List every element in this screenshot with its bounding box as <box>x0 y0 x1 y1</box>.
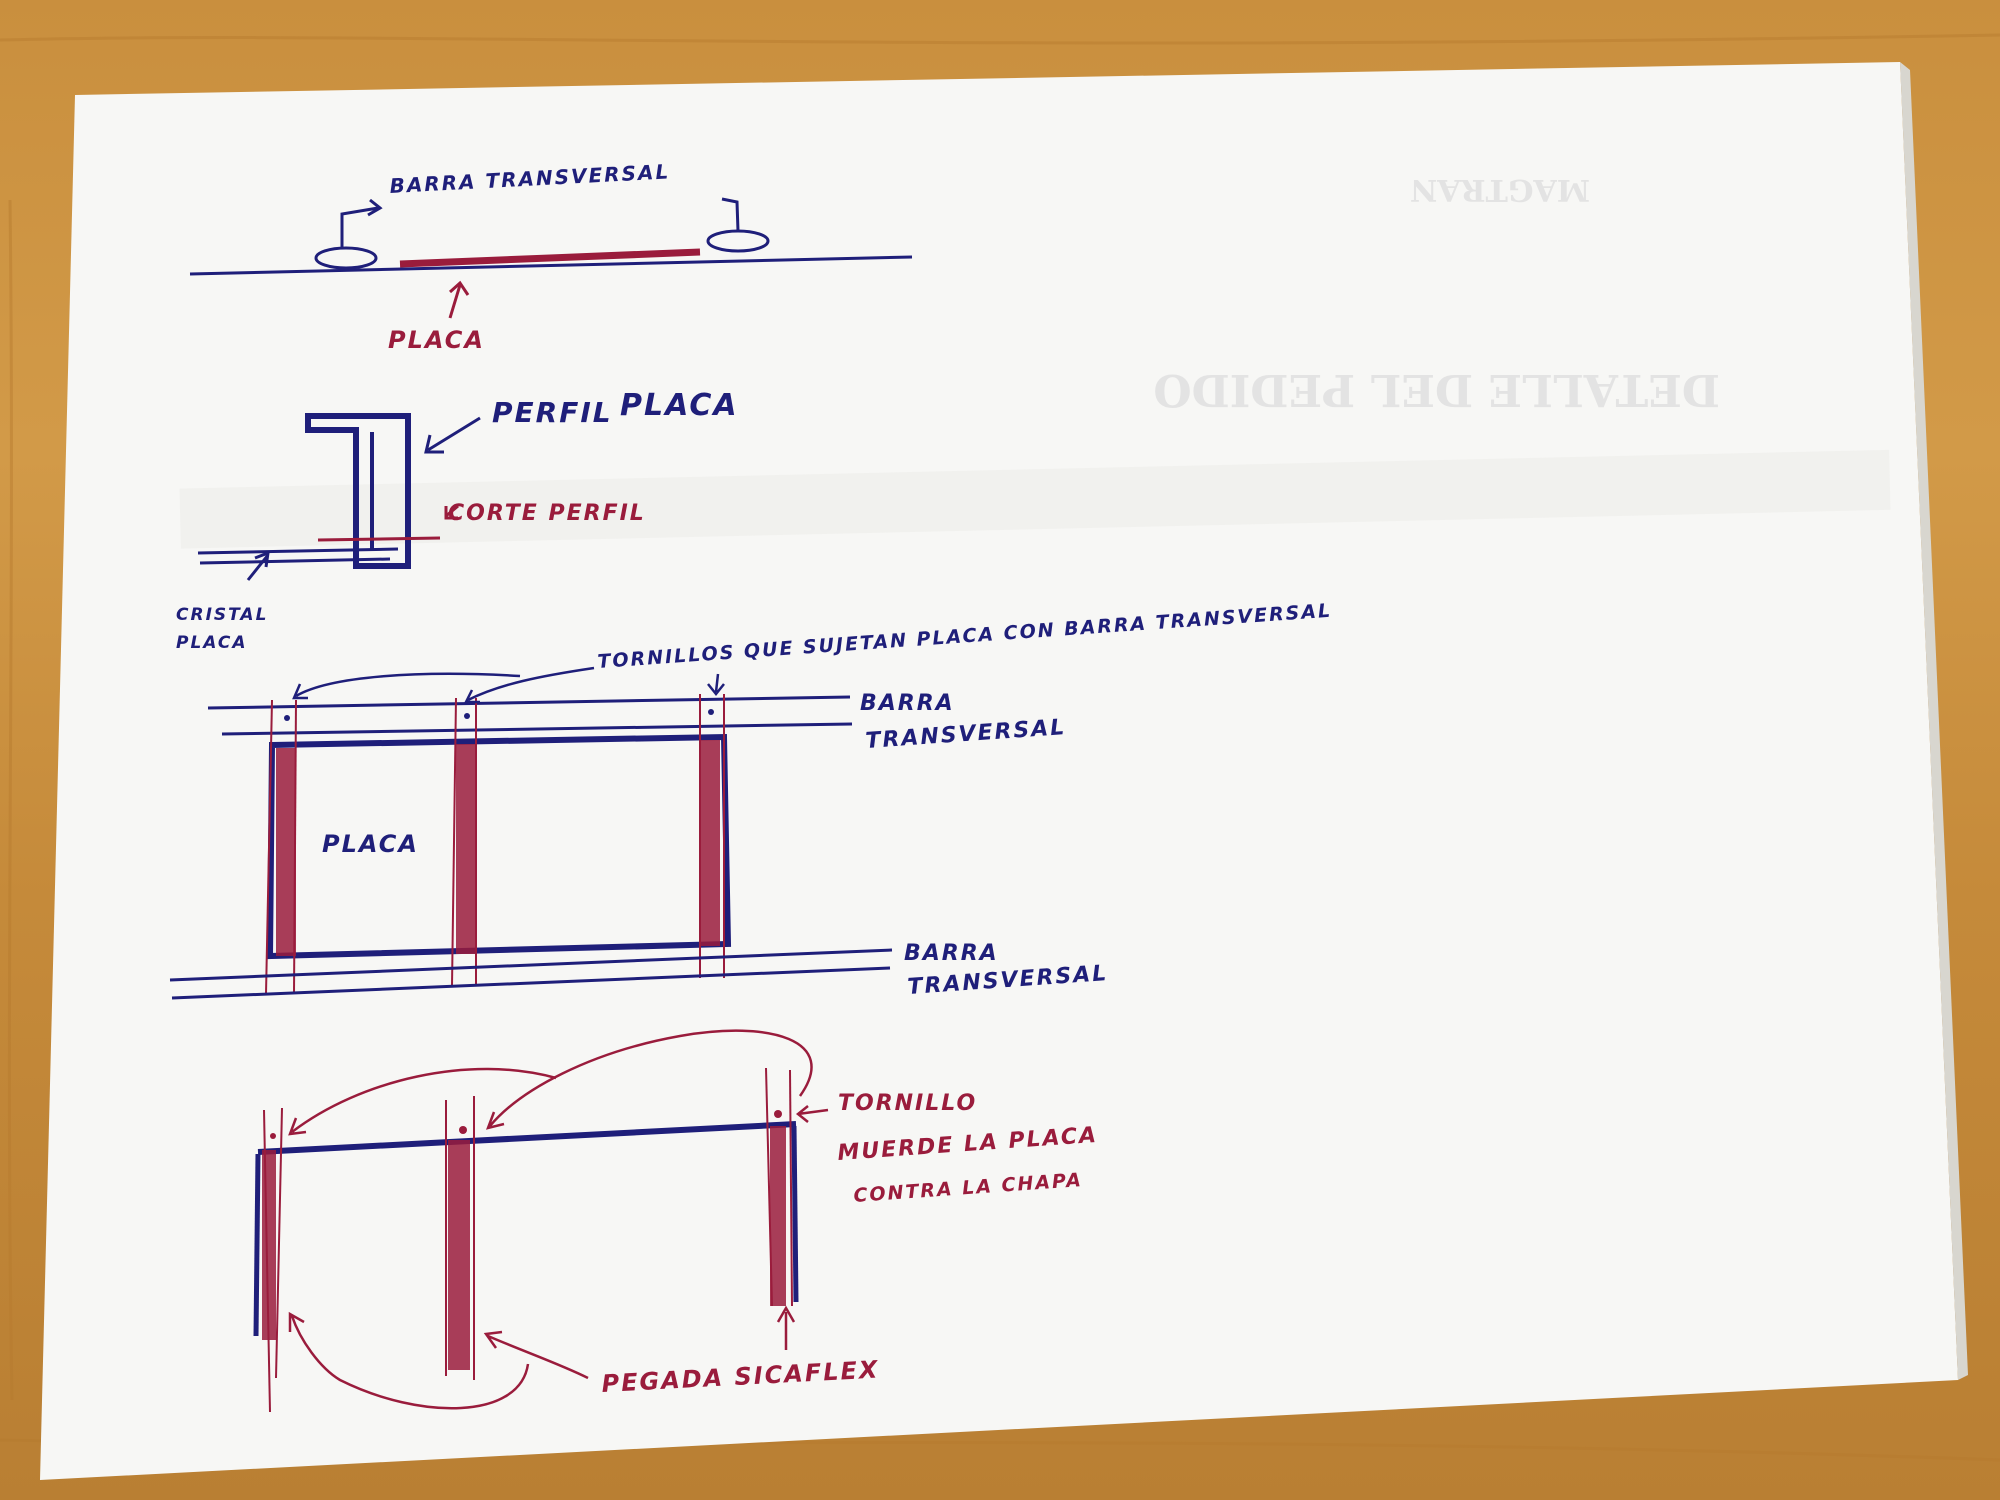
barra-section-left <box>314 246 378 270</box>
screw-right <box>708 709 714 715</box>
label-perfil: PERFIL <box>492 396 613 429</box>
pegada-arrow-left <box>288 1311 530 1410</box>
screw4-left <box>270 1133 276 1139</box>
screw4-right <box>774 1110 782 1118</box>
chapa-bar <box>257 1121 797 1155</box>
perfil-outline <box>305 413 411 569</box>
post4-right-blue <box>791 1125 799 1303</box>
barra-top-line-1 <box>207 695 851 710</box>
post4-right-fill <box>770 1126 786 1306</box>
barra-top-line-2 <box>221 722 853 736</box>
ghost-print-title: DETALLE DEL PEDIDO <box>1153 364 1720 415</box>
label-perfil-placa: PLACA <box>620 388 739 423</box>
paper-shadow-edge <box>1900 62 1968 1380</box>
placa-red-bar <box>399 248 701 268</box>
ground-line <box>189 255 913 276</box>
barra-bottom-line-1 <box>169 948 893 982</box>
post4-left-blue <box>253 1153 261 1337</box>
ghost-print-table-band <box>179 449 1891 549</box>
paper-sheet <box>40 62 1958 1480</box>
post4-middle-fill <box>448 1140 470 1370</box>
cristal-arrow <box>246 550 270 581</box>
cristal-line-2 <box>199 557 391 565</box>
perfil-arrow <box>424 416 481 454</box>
pegada-arrow-right <box>776 1305 796 1350</box>
post4-guide-lines <box>263 1067 793 1413</box>
label-placa-3: PLACA <box>322 830 419 858</box>
placa-frame <box>266 733 732 960</box>
cristal-line-1 <box>197 547 399 555</box>
label-cristal-placa: PLACA <box>176 633 248 653</box>
label-barra-top-1: BARRA <box>860 691 955 716</box>
tornillo-arrow-1 <box>288 1067 557 1136</box>
pointer-arrow-right <box>721 197 740 232</box>
barra-bottom-line-2 <box>171 966 891 1000</box>
placa-arrow <box>448 280 470 319</box>
pointer-arrow-left <box>340 206 379 248</box>
arrowhead-left <box>367 198 383 217</box>
post-middle-fill <box>456 744 476 954</box>
post-right-fill <box>700 740 720 946</box>
ghost-print-header: MAGTRAN <box>1410 172 1590 207</box>
tornillos-arrow-middle <box>463 666 595 704</box>
sketch-2-profile-section: PERFIL PLACA CORTE PERFIL CRISTAL PLACA <box>176 388 739 653</box>
corte-perfil-arrow <box>444 504 459 520</box>
tornillos-arrow-left <box>292 672 521 700</box>
label-tornillo: TORNILLO <box>838 1091 977 1116</box>
post-guide-lines <box>265 694 725 995</box>
tornillos-arrow-right <box>707 673 725 697</box>
label-placa-1: PLACA <box>388 326 485 354</box>
pegada-arrow-middle <box>483 1330 589 1380</box>
label-corte-perfil: CORTE PERFIL <box>448 501 646 526</box>
corte-perfil-line <box>317 536 441 542</box>
label-barra-bottom-1: BARRA <box>904 941 999 966</box>
tornillo-arrow-2 <box>485 1029 813 1130</box>
ghost-print-through: DETALLE DEL PEDIDO MAGTRAN <box>1153 172 1720 415</box>
post-left-fill <box>276 748 296 956</box>
screw-left <box>284 715 290 721</box>
screw-middle <box>464 713 470 719</box>
sketch-1-side-view: BARRA TRANSVERSAL PLACA <box>189 159 913 354</box>
screw4-middle <box>459 1126 467 1134</box>
label-cristal: CRISTAL <box>176 605 268 625</box>
tornillo-arrow-3 <box>795 1105 829 1123</box>
